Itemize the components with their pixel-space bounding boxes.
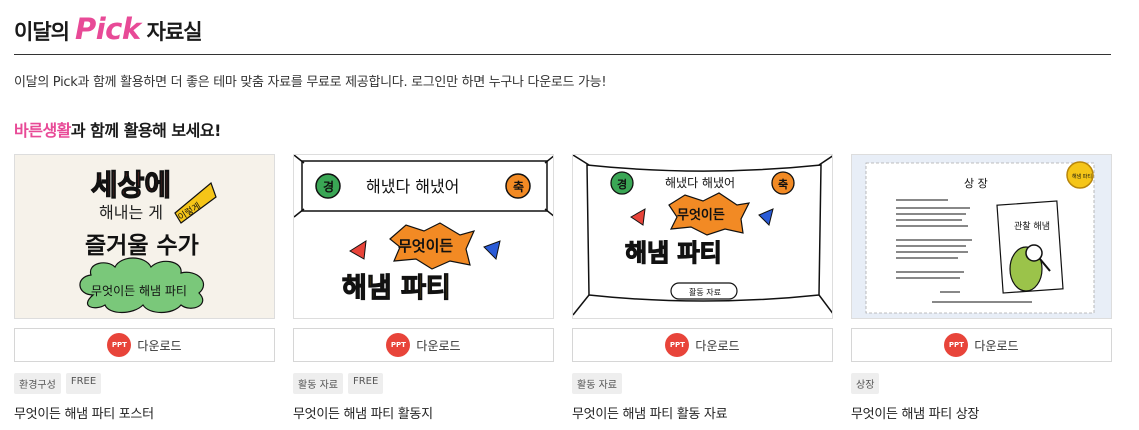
tag-list: 상장 [851, 373, 1112, 394]
poster-line2: 해내는 게 [99, 203, 163, 222]
category-tag: 활동 자료 [572, 373, 622, 394]
worksheet-illustration: 경 축 해냈다 해냈어 무엇이든 해냄 파티 [294, 155, 553, 318]
ppt-icon: PPT [107, 333, 132, 357]
download-label: 다운로드 [416, 338, 461, 353]
activity-right-circle: 축 [778, 177, 788, 191]
download-button[interactable]: PPT 다운로드 [572, 328, 833, 362]
header-suffix: 자료실 [146, 20, 203, 44]
poster-line3: 즐거울 수가 [85, 233, 199, 259]
section-header: 이달의 Pick 자료실 [14, 12, 203, 46]
download-label: 다운로드 [974, 338, 1019, 353]
tag-list: 활동 자료 [572, 373, 833, 394]
poster-illustration: 세상에 해내는 게 이렇게 즐거울 수가 무엇이든 해냄 파티 [15, 155, 274, 318]
free-tag: FREE [65, 373, 102, 394]
ppt-icon: PPT [386, 333, 411, 357]
resource-title[interactable]: 무엇이든 해냄 파티 포스터 [14, 407, 154, 422]
certificate-thumbnail[interactable]: 상 장 관찰 해냄 [851, 154, 1112, 319]
category-tag: 상장 [851, 373, 880, 394]
worksheet-left-circle: 경 [323, 180, 334, 194]
header-prefix: 이달의 [14, 20, 70, 44]
worksheet-right-circle: 축 [513, 179, 524, 194]
activity-illustration: 경 축 해냈다 해냈어 무엇이든 해냄 파티 활동 자료 [573, 155, 832, 318]
activity-big-text: 해냄 파티 [625, 239, 722, 267]
resource-title[interactable]: 무엇이든 해냄 파티 상장 [851, 407, 980, 422]
section-description: 이달의 Pick과 함께 활용하면 더 좋은 테마 맞춤 자료를 무료로 제공합… [14, 75, 607, 90]
certificate-illustration: 상 장 관찰 해냄 [852, 155, 1111, 318]
activity-thumbnail[interactable]: 경 축 해냈다 해냈어 무엇이든 해냄 파티 활동 자료 [572, 154, 833, 319]
download-button[interactable]: PPT 다운로드 [14, 328, 275, 362]
header-pick-logo: Pick [74, 12, 141, 46]
certificate-heading: 상 장 [964, 177, 988, 190]
certificate-seal: 해냄 파티 [1072, 173, 1092, 180]
resource-card: 상 장 관찰 해냄 [851, 154, 1112, 422]
ppt-icon: PPT [665, 333, 690, 357]
activity-left-circle: 경 [617, 177, 627, 191]
category-tag: 환경구성 [14, 373, 61, 394]
download-label: 다운로드 [137, 338, 182, 353]
activity-center: 무엇이든 [677, 207, 725, 223]
resource-title[interactable]: 무엇이든 해냄 파티 활동 자료 [572, 407, 728, 422]
subheading-accent: 바른생활 [14, 121, 71, 140]
worksheet-banner-text: 해냈다 해냈어 [366, 177, 459, 196]
worksheet-big-text: 해냄 파티 [342, 273, 451, 304]
download-button[interactable]: PPT 다운로드 [293, 328, 554, 362]
download-label: 다운로드 [695, 338, 740, 353]
activity-button-text: 활동 자료 [689, 287, 721, 297]
poster-line1: 세상에 [91, 168, 171, 202]
activity-banner-text: 해냈다 해냈어 [665, 176, 735, 190]
free-tag: FREE [347, 373, 384, 394]
category-tag: 활동 자료 [293, 373, 343, 394]
resource-card: 경 축 해냈다 해냈어 무엇이든 해냄 파티 PPT 다운로드 활동 자료 FR… [293, 154, 554, 422]
resource-card: 경 축 해냈다 해냈어 무엇이든 해냄 파티 활동 자료 PPT 다운로드 활동… [572, 154, 833, 422]
poster-thumbnail[interactable]: 세상에 해내는 게 이렇게 즐거울 수가 무엇이든 해냄 파티 [14, 154, 275, 319]
certificate-sign-text: 관찰 해냄 [1014, 221, 1050, 232]
worksheet-center: 무엇이든 [398, 237, 453, 255]
subheading-rest: 과 함께 활용해 보세요! [70, 121, 222, 140]
worksheet-thumbnail[interactable]: 경 축 해냈다 해냈어 무엇이든 해냄 파티 [293, 154, 554, 319]
tag-list: 환경구성 FREE [14, 373, 275, 394]
subheading: 바른생활과 함께 활용해 보세요! [14, 117, 221, 141]
resource-card-list: 세상에 해내는 게 이렇게 즐거울 수가 무엇이든 해냄 파티 PPT 다운로드… [14, 154, 1112, 422]
poster-cloud: 무엇이든 해냄 파티 [91, 284, 187, 298]
tag-list: 활동 자료 FREE [293, 373, 554, 394]
header-divider [14, 54, 1111, 55]
download-button[interactable]: PPT 다운로드 [851, 328, 1112, 362]
resource-title[interactable]: 무엇이든 해냄 파티 활동지 [293, 407, 433, 422]
resource-card: 세상에 해내는 게 이렇게 즐거울 수가 무엇이든 해냄 파티 PPT 다운로드… [14, 154, 275, 422]
ppt-icon: PPT [944, 333, 969, 357]
